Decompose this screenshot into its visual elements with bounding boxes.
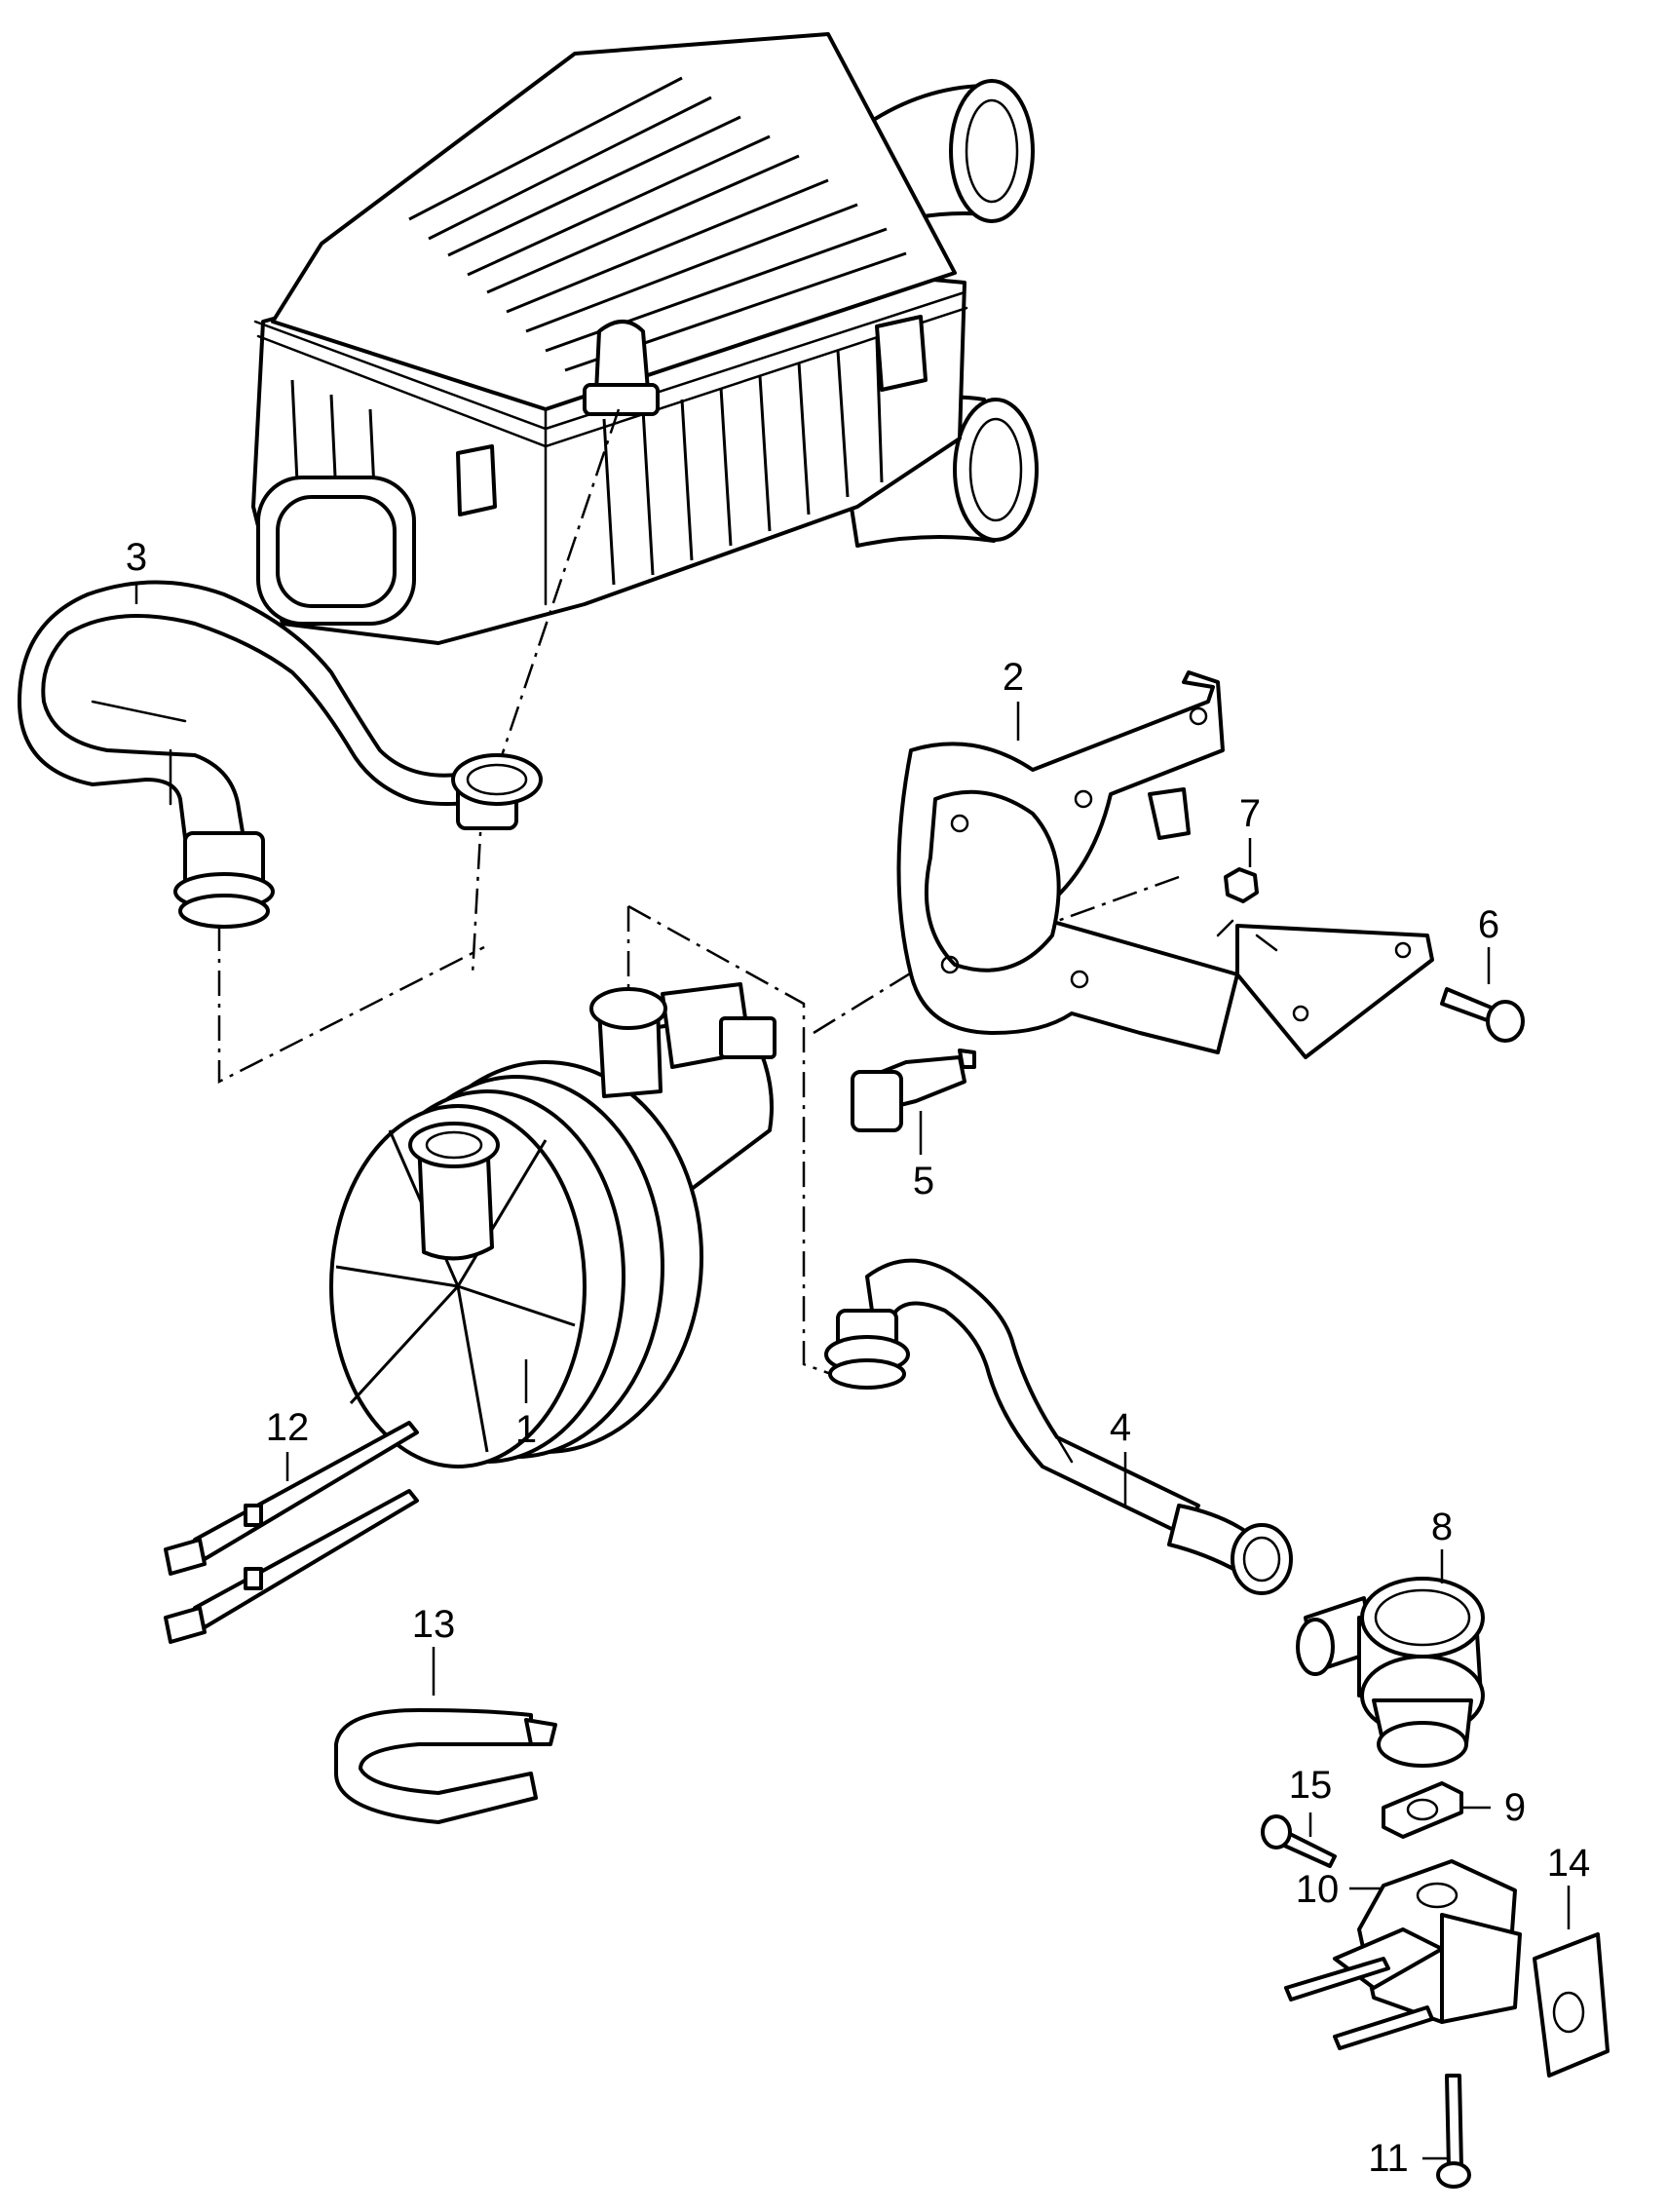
gasket-part-9 — [1382, 1781, 1463, 1839]
air-filter-housing — [251, 32, 1039, 645]
hose-part-3 — [18, 580, 543, 929]
callout-1: 1 — [515, 1408, 537, 1451]
callout-labels: 1 2 3 4 5 6 7 8 9 10 11 12 13 14 15 — [126, 536, 1590, 2180]
hose-part-4 — [824, 1258, 1293, 1595]
callout-15: 15 — [1289, 1764, 1333, 1807]
cable-ties-part-12 — [164, 1421, 419, 1644]
callout-11: 11 — [1368, 2137, 1409, 2180]
callout-2: 2 — [1003, 656, 1024, 699]
callout-12: 12 — [266, 1406, 310, 1449]
adapter-flange-part-10 — [1284, 1859, 1522, 2050]
mounting-bracket-part-2 — [896, 670, 1434, 1059]
nut-part-7 — [1224, 867, 1259, 903]
callout-4: 4 — [1110, 1406, 1131, 1449]
gasket-plate-part-14 — [1533, 1932, 1610, 2078]
callout-8: 8 — [1431, 1506, 1453, 1548]
callout-5: 5 — [913, 1160, 934, 1202]
callout-9: 9 — [1504, 1786, 1526, 1829]
callout-7: 7 — [1239, 792, 1261, 835]
callout-14: 14 — [1547, 1842, 1591, 1885]
bolt-part-15 — [1261, 1814, 1337, 1868]
callout-10: 10 — [1296, 1868, 1340, 1911]
clamp-strap-part-13 — [334, 1708, 557, 1824]
leader-lines — [134, 585, 1571, 2160]
sensor-part-5 — [851, 1049, 976, 1132]
callout-3: 3 — [126, 536, 147, 579]
secondary-air-pump-part-1 — [329, 982, 777, 1468]
bolt-part-6 — [1440, 987, 1525, 1043]
combination-valve-part-8 — [1296, 1577, 1485, 1768]
bolt-part-11 — [1436, 2074, 1471, 2189]
callout-13: 13 — [412, 1603, 456, 1646]
callout-6: 6 — [1478, 903, 1499, 946]
